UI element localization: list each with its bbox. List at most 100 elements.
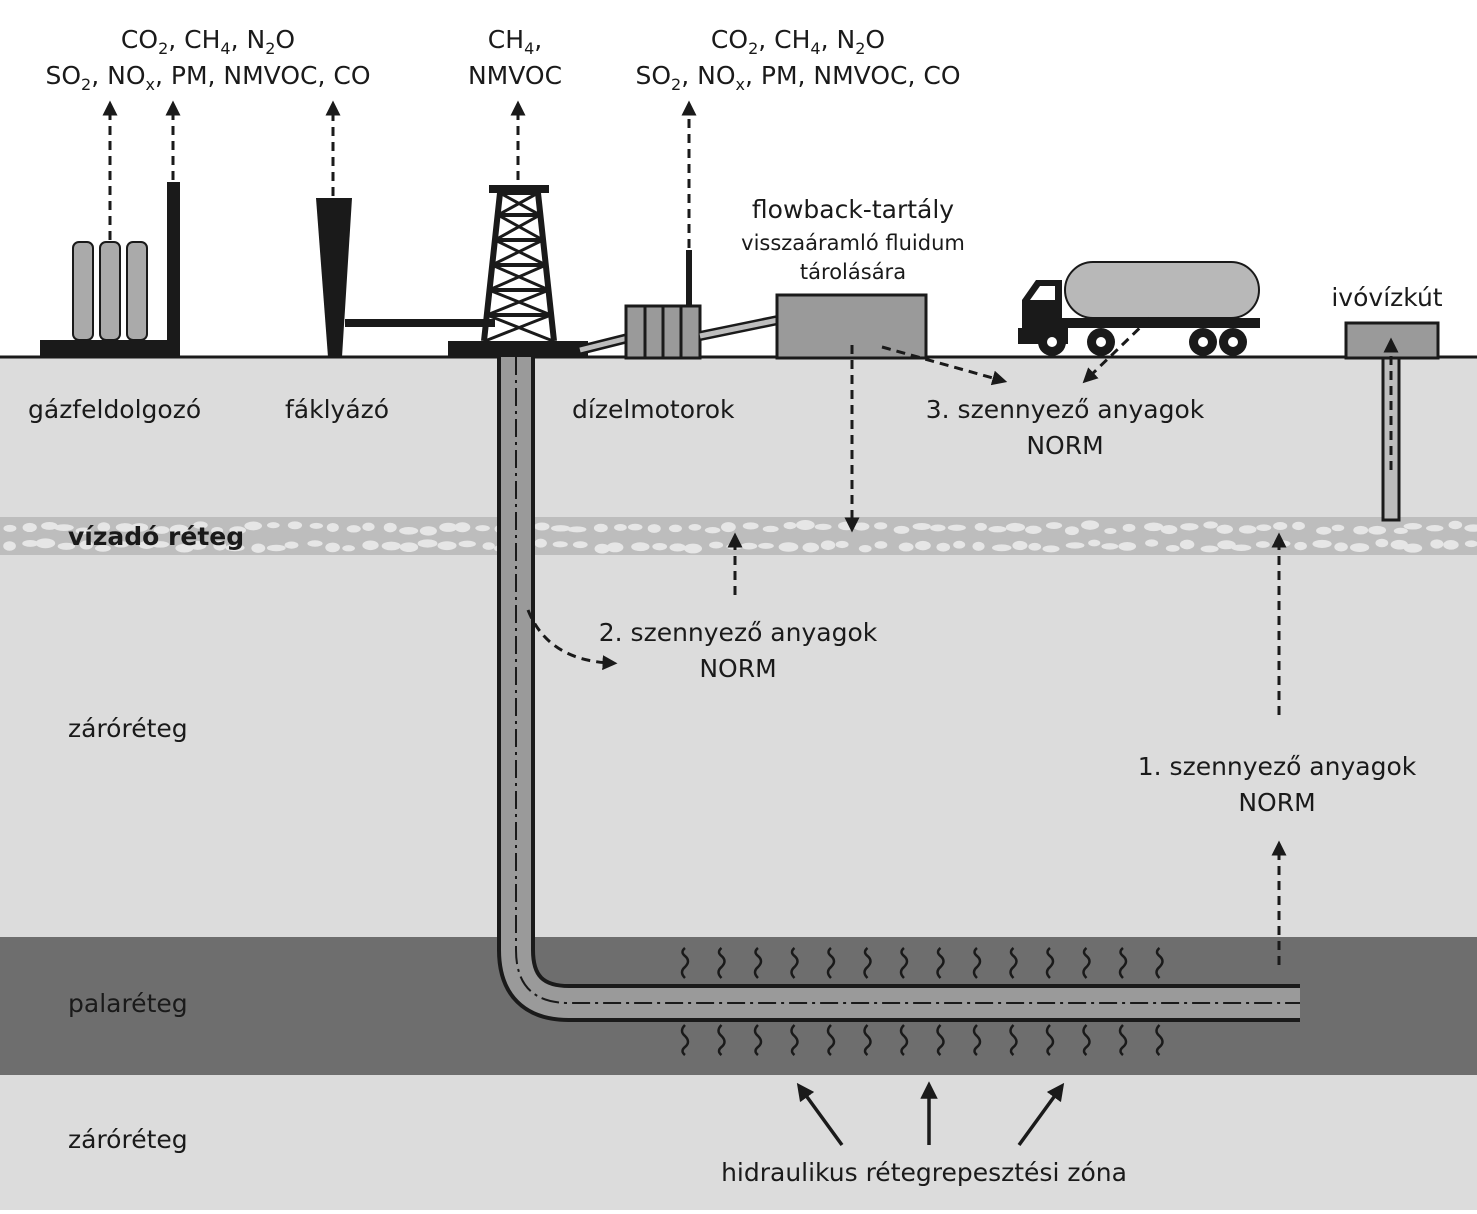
- aquifer-pebble: [614, 524, 627, 531]
- fracture-lower: [863, 1024, 872, 1056]
- shale-label: palaréteg: [68, 989, 188, 1018]
- aquifer-pebble: [594, 543, 610, 554]
- fracture-upper: [899, 947, 909, 979]
- aquifer-pebble: [1179, 539, 1195, 550]
- aquifer-pebble: [1104, 527, 1117, 535]
- aquifer-pebble: [346, 525, 361, 533]
- flowback-tank-title: flowback-tartály: [752, 195, 954, 224]
- aquifer-pebble: [1180, 523, 1199, 531]
- emission-labels: CO2, CH4, N2O SO2, NOx, PM, NMVOC, CO CH…: [45, 25, 960, 94]
- aquifer-pebble: [893, 525, 910, 534]
- aquifer-pebble: [1256, 524, 1272, 531]
- fracture-upper: [1082, 947, 1091, 979]
- diesel-engines: [624, 250, 702, 360]
- flowback-tank-sub2: tárolására: [800, 260, 906, 284]
- fracture-upper: [1045, 947, 1055, 979]
- aquifer-pebble: [399, 542, 419, 553]
- aquifer-pebble: [631, 542, 650, 552]
- aquifer-pebble: [188, 540, 207, 550]
- aquifer-pebble: [244, 521, 263, 531]
- aquifer-pebble: [35, 538, 56, 549]
- aquifer-pebble: [742, 522, 759, 530]
- aquifer-pebble: [912, 522, 931, 531]
- aquifer-pebble: [439, 522, 458, 532]
- aquifer-pebble: [419, 526, 437, 536]
- engines-emissions-line2: SO2, NOx, PM, NMVOC, CO: [635, 61, 960, 94]
- fracture-lower: [680, 1024, 690, 1056]
- aquifer-pebble: [22, 522, 37, 533]
- aquifer-pebble: [1144, 522, 1164, 532]
- aquifer-pebble: [1065, 542, 1085, 549]
- aquifer-pebble: [130, 523, 149, 532]
- aquifer-pebble: [54, 524, 74, 532]
- fracture-upper: [753, 947, 763, 979]
- aquifer-pebble: [458, 540, 476, 548]
- aquifer-pebble: [325, 542, 340, 553]
- aquifer-pebble: [778, 542, 799, 552]
- aquifer-pebble: [898, 542, 914, 552]
- aquifer-pebble: [1255, 541, 1270, 548]
- fracture-lower: [936, 1024, 945, 1056]
- aquifer-pebble: [1334, 542, 1348, 552]
- diesel-engines-label: dízelmotorok: [572, 395, 735, 424]
- aquifer-pebble: [138, 540, 155, 549]
- aquifer-pebble: [1273, 522, 1288, 530]
- aquifer-pebble: [225, 544, 245, 552]
- aquifer-pebble: [1349, 543, 1370, 552]
- aquifer-pebble: [437, 541, 457, 551]
- aquifer-pebble: [1231, 544, 1252, 551]
- fracking-zone-arrows: [796, 1081, 1065, 1147]
- aquifer-pebble: [381, 541, 401, 551]
- aquifer-pebble: [362, 522, 375, 532]
- aquifer-pebble: [326, 522, 339, 533]
- aquifer-pebble: [1430, 539, 1444, 549]
- aquifer-pebble: [1122, 523, 1136, 532]
- aquifer-pebble: [1005, 522, 1026, 532]
- gas-processing-plant: [40, 182, 180, 358]
- fracture-upper: [972, 947, 982, 979]
- aquifer-pebble: [287, 521, 303, 530]
- flaring-label: fáklyázó: [285, 395, 389, 424]
- aquifer-pebble: [1012, 540, 1028, 551]
- cap-rock-upper-layer: [0, 555, 1477, 937]
- flowback-tank-sub1: visszaáramló fluidum: [741, 231, 965, 255]
- aquifer-pebble: [1393, 527, 1408, 535]
- fracture-lower: [972, 1024, 982, 1056]
- aquifer-pebble: [853, 522, 870, 531]
- aquifer-pebble: [1200, 545, 1219, 553]
- aquifer-pebble: [1025, 525, 1042, 534]
- fracture-upper: [936, 947, 945, 979]
- aquifer-pebble: [647, 524, 661, 533]
- aquifer-pebble: [1353, 525, 1369, 535]
- aquifer-pebble: [307, 540, 323, 547]
- aquifer-pebble: [1101, 543, 1119, 550]
- aquifer-pebble: [1272, 540, 1291, 547]
- fracture-upper: [680, 947, 690, 979]
- aquifer-pebble: [740, 542, 758, 550]
- aquifer-pebble: [684, 543, 703, 554]
- fracture-upper: [1009, 947, 1018, 979]
- fracture-lower: [1155, 1024, 1164, 1056]
- fracture-lower: [717, 1024, 726, 1056]
- aquifer-pebble: [482, 542, 495, 550]
- aquifer-pebble: [342, 545, 355, 552]
- aquifer-pebble: [758, 542, 774, 549]
- flare-stack: [316, 198, 352, 357]
- aquifer-pebble: [988, 526, 1007, 533]
- gas-processing-label: gázfeldolgozó: [28, 395, 201, 424]
- fracture-lower: [899, 1024, 909, 1056]
- aquifer-pebble: [383, 522, 397, 533]
- aquifer-pebble: [874, 541, 888, 549]
- water-well-label: ivóvízkút: [1331, 283, 1442, 312]
- aquifer-pebble: [930, 524, 946, 532]
- aquifer-pebble: [97, 522, 111, 532]
- aquifer-pebble: [1217, 540, 1236, 550]
- aquifer-pebble: [783, 521, 797, 530]
- aquifer-pebble: [1042, 545, 1060, 553]
- emission-arrows: [102, 100, 697, 248]
- aquifer-pebble: [22, 539, 39, 547]
- aquifer-pebble: [417, 539, 438, 548]
- aquifer-pebble: [1464, 524, 1477, 532]
